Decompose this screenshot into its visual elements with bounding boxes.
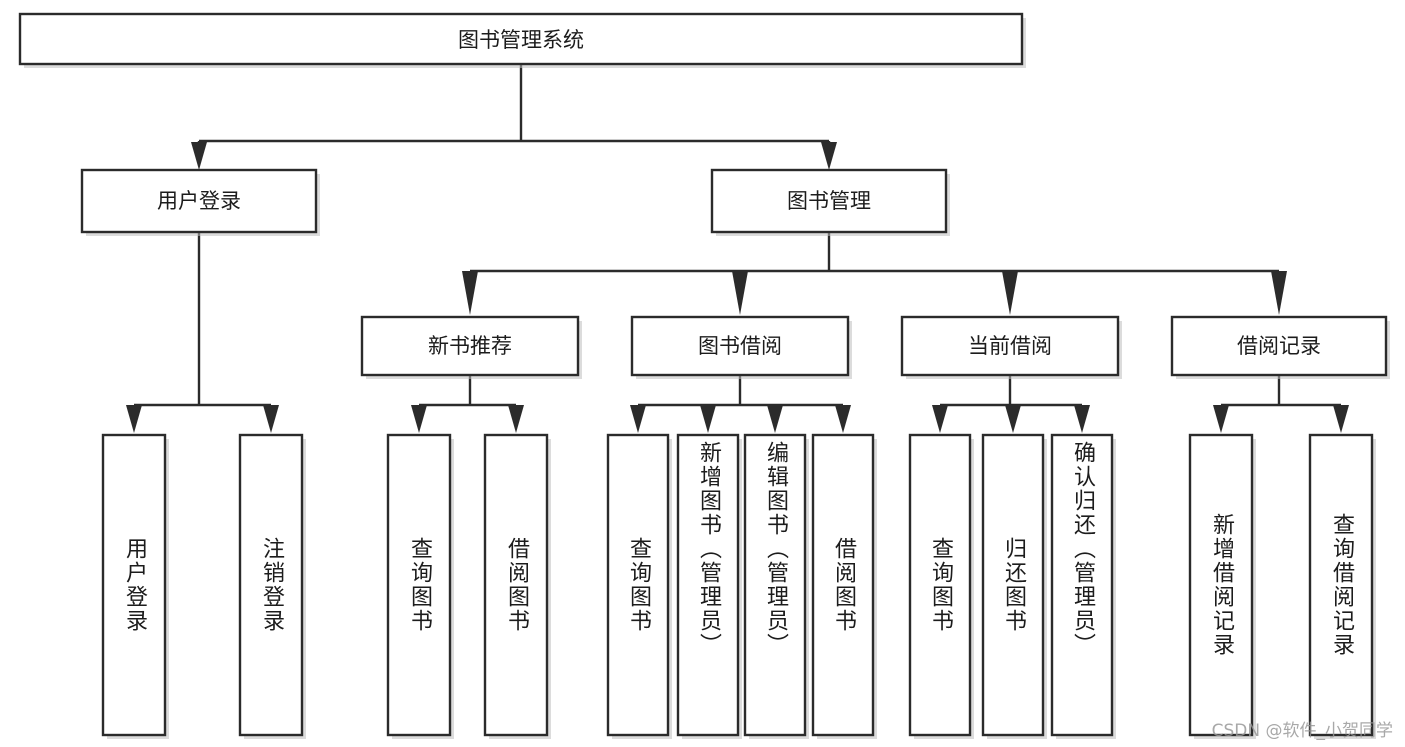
arrow-current-borrow-to-return-book — [1005, 405, 1021, 433]
arrow-book-manage-to-new-book — [462, 271, 478, 315]
leaf-edit-book-label-wrap: 编辑图书（管理员） — [745, 435, 805, 735]
arrow-book-manage-to-current-borrow — [1002, 271, 1018, 315]
leaf-query-book-1-label-wrap: 查询图书 — [388, 435, 450, 735]
leaf-query-record-box[interactable] — [1308, 433, 1374, 737]
arrow-book-manage-to-book-borrow — [732, 271, 748, 315]
leaf-add-record-label-wrap: 新增借阅记录 — [1190, 435, 1252, 735]
root-node-label: 图书管理系统 — [458, 28, 584, 52]
leaf-borrow-book-1-label-wrap: 借阅图书 — [485, 435, 547, 735]
leaf-user-login-label-wrap: 用户登录 — [103, 435, 165, 735]
leaf-borrow-book-1-box[interactable] — [483, 433, 549, 737]
arrow-new-book-to-query-book — [411, 405, 427, 433]
book-manage-node-box[interactable] — [710, 168, 948, 234]
leaf-add-book-label: 新增图书（管理员） — [695, 441, 721, 657]
leaf-add-book-box[interactable] — [676, 433, 740, 737]
book-borrow-node-box[interactable] — [630, 315, 850, 377]
leaf-user-login-label: 用户登录 — [121, 537, 147, 633]
leaf-query-book-3-label: 查询图书 — [927, 537, 953, 633]
arrow-borrow-record-to-add-record — [1213, 405, 1229, 433]
leaf-confirm-return-box[interactable] — [1050, 433, 1114, 737]
leaf-query-book-3-label-wrap: 查询图书 — [910, 435, 970, 735]
leaf-borrow-book-2-label-wrap: 借阅图书 — [813, 435, 873, 735]
leaf-query-book-3-box[interactable] — [908, 433, 972, 737]
leaf-query-book-2-label-wrap: 查询图书 — [608, 435, 668, 735]
arrow-new-book-to-borrow-book — [508, 405, 524, 433]
arrow-root-to-book-manage — [821, 142, 837, 170]
leaf-query-book-1-label: 查询图书 — [406, 537, 432, 633]
user-login-node-label: 用户登录 — [157, 189, 241, 213]
user-login-node-box[interactable] — [80, 168, 318, 234]
book-manage-node-label: 图书管理 — [787, 189, 871, 213]
new-book-recommend-node-label: 新书推荐 — [428, 334, 512, 358]
leaf-add-record-label: 新增借阅记录 — [1208, 513, 1234, 657]
leaf-logout-label: 注销登录 — [258, 537, 284, 633]
arrow-user-login-to-leaf-user-login — [126, 405, 142, 433]
leaf-query-book-2-box[interactable] — [606, 433, 670, 737]
leaf-return-book-box[interactable] — [981, 433, 1045, 737]
arrow-current-borrow-to-query-book — [932, 405, 948, 433]
leaf-return-book-label: 归还图书 — [1000, 537, 1026, 633]
arrow-borrow-record-to-query-record — [1333, 405, 1349, 433]
leaf-borrow-book-2-box[interactable] — [811, 433, 875, 737]
leaf-edit-book-box[interactable] — [743, 433, 807, 737]
leaf-query-book-1-box[interactable] — [386, 433, 452, 737]
arrow-book-borrow-to-query-book — [630, 405, 646, 433]
leaf-add-book-label-wrap: 新增图书（管理员） — [678, 435, 738, 735]
arrow-book-borrow-to-edit-book — [767, 405, 783, 433]
leaf-query-book-2-label: 查询图书 — [625, 537, 651, 633]
leaf-add-record-box[interactable] — [1188, 433, 1254, 737]
connector-layer — [126, 64, 1349, 433]
leaf-confirm-return-label-wrap: 确认归还（管理员） — [1052, 435, 1112, 735]
leaf-user-login-box[interactable] — [101, 433, 167, 737]
leaf-query-record-label-wrap: 查询借阅记录 — [1310, 435, 1372, 735]
borrow-record-node-label: 借阅记录 — [1237, 334, 1321, 358]
arrow-user-login-to-leaf-logout — [263, 405, 279, 433]
leaf-query-record-label: 查询借阅记录 — [1328, 513, 1354, 657]
arrow-book-borrow-to-add-book — [700, 405, 716, 433]
current-borrow-node-label: 当前借阅 — [968, 334, 1052, 358]
node-layer: 图书管理系统 用户登录 图书管理 新书推荐 图书借阅 当前借阅 借阅记录 — [18, 12, 1390, 739]
leaf-confirm-return-label: 确认归还（管理员） — [1069, 441, 1095, 657]
leaf-borrow-book-1-label: 借阅图书 — [503, 537, 529, 633]
root-node-box[interactable] — [18, 12, 1024, 66]
arrow-book-manage-to-borrow-record — [1271, 271, 1287, 315]
book-borrow-node-label: 图书借阅 — [698, 334, 782, 358]
arrow-book-borrow-to-borrow-book — [835, 405, 851, 433]
arrow-root-to-user-login — [191, 142, 207, 170]
arrow-current-borrow-to-confirm-return — [1074, 405, 1090, 433]
leaf-return-book-label-wrap: 归还图书 — [983, 435, 1043, 735]
leaf-edit-book-label: 编辑图书（管理员） — [762, 441, 788, 657]
leaf-borrow-book-2-label: 借阅图书 — [830, 537, 856, 633]
new-book-recommend-node-box[interactable] — [360, 315, 580, 377]
leaf-logout-label-wrap: 注销登录 — [240, 435, 302, 735]
current-borrow-node-box[interactable] — [900, 315, 1120, 377]
borrow-record-node-box[interactable] — [1170, 315, 1388, 377]
leaf-logout-box[interactable] — [238, 433, 304, 737]
